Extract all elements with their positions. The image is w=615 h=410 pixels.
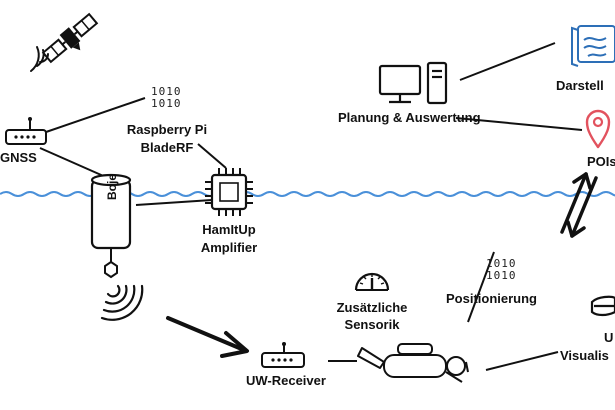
positionierung-label: Positionierung [446,291,537,306]
connection-lines [39,42,583,371]
boje-label: Boje [105,173,119,200]
binary-line-1: 1010 [486,257,517,270]
binary-line-1: 1010 [151,85,182,98]
zusaetzliche-label: Zusätzliche [336,300,408,315]
chip-icon [205,168,253,216]
raspberry-pi-label: Raspberry Pi [126,122,208,137]
bladerf-label: BladeRF [140,140,194,155]
transmission-arrow [166,316,249,358]
diver-icon [357,343,469,383]
location-pin-icon [585,109,611,149]
router-icon [5,117,47,145]
planung-label: Planung & Auswertung [338,110,481,125]
satellite-icon [41,12,99,64]
uw-receiver-icon [261,342,305,368]
gnss-label: GNSS [0,150,37,165]
amplifier-label: Amplifier [200,240,258,255]
map-icon [571,25,615,67]
binary-line-2: 1010 [151,97,182,110]
binary-icon: 1010 1010 [151,86,182,110]
vr-goggles-icon [590,295,615,317]
sensorik-label: Sensorik [344,317,400,332]
uw-label: U [604,330,614,345]
sonar-waves-icon [100,284,144,321]
hamitup-label: HamItUp [202,222,256,237]
gauge-icon [354,272,390,291]
binary-line-2: 1010 [486,269,517,282]
pois-label: POIs [587,154,615,169]
visualisierung-label: Visualis [560,348,609,363]
satellite-signal-icon [30,46,49,72]
binary-icon: 1010 1010 [486,258,517,282]
buoy-icon [90,173,132,279]
computer-icon [378,61,448,105]
exchange-arrows-icon [560,172,598,238]
darstellung-label: Darstell [556,78,604,93]
uw-receiver-label: UW-Receiver [246,373,326,388]
